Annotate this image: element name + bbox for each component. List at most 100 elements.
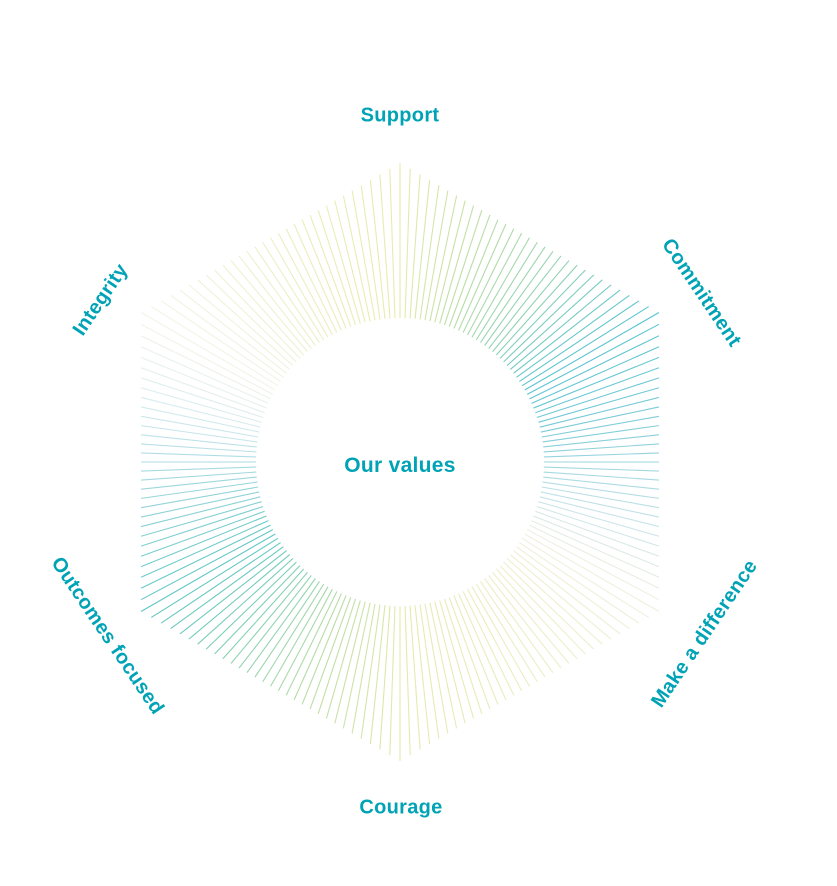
- sunburst-ray: [480, 246, 546, 343]
- sunburst-ray: [543, 476, 659, 490]
- sunburst-ray: [389, 605, 396, 756]
- sunburst-ray: [277, 588, 333, 692]
- sunburst-ray: [484, 578, 554, 673]
- sunburst-ray: [542, 481, 660, 499]
- sunburst-ray: [238, 255, 312, 349]
- sunburst-ray: [541, 415, 660, 438]
- sunburst-ray: [519, 300, 640, 382]
- sunburst-ray: [160, 300, 281, 382]
- sunburst-ray: [140, 491, 260, 518]
- sunburst-ray: [488, 255, 562, 349]
- sunburst-ray: [140, 323, 274, 395]
- sunburst-ray: [160, 542, 281, 624]
- sunburst-ray: [414, 605, 431, 744]
- sunburst-ray: [351, 603, 376, 734]
- value-label-courage: Courage: [359, 796, 443, 819]
- sunburst-ray: [535, 367, 660, 414]
- sunburst-ray: [503, 561, 595, 650]
- sunburst-ray: [293, 593, 342, 701]
- sunburst-ray: [254, 581, 320, 678]
- sunburst-ray: [140, 415, 259, 438]
- sunburst-ray: [141, 471, 257, 481]
- sunburst-ray: [443, 210, 483, 326]
- sunburst-ray: [230, 260, 308, 353]
- value-label-support: Support: [360, 104, 440, 127]
- sunburst-ray: [429, 195, 458, 322]
- sunburst-ray: [475, 241, 538, 341]
- sunburst-ray: [495, 568, 578, 660]
- sunburst-ray: [462, 228, 515, 333]
- sunburst-ray: [254, 246, 320, 343]
- sunburst-ray: [404, 605, 411, 756]
- sunburst-ray: [369, 180, 386, 319]
- sunburst-ray: [529, 524, 660, 589]
- sunburst-ray: [141, 443, 257, 453]
- sunburst-ray: [526, 529, 660, 601]
- sunburst-ray: [467, 232, 523, 336]
- sunburst-ray: [471, 586, 530, 687]
- sunburst-ray: [309, 597, 352, 710]
- sunburst-ray: [205, 561, 297, 650]
- sunburst-ray: [360, 604, 381, 739]
- sunburst-ray: [439, 205, 475, 324]
- center-label: Our values: [344, 454, 456, 477]
- sunburst-ray: [369, 605, 386, 744]
- sunburst-ray: [389, 168, 396, 319]
- sunburst-ray: [495, 264, 578, 356]
- sunburst-ray: [293, 223, 342, 331]
- sunburst-ray: [222, 568, 305, 660]
- sunburst-ray: [179, 289, 287, 374]
- sunburst-ray: [325, 600, 361, 719]
- sunburst-ray: [140, 312, 276, 391]
- sunburst-ray: [246, 578, 316, 673]
- sunburst-ray: [214, 565, 301, 655]
- sunburst-ray: [140, 501, 262, 537]
- sunburst-ray: [140, 496, 261, 528]
- sunburst-ray: [222, 264, 305, 356]
- sunburst-ray: [140, 335, 271, 400]
- sunburst-ray: [141, 476, 257, 490]
- sunburst-ray: [458, 223, 507, 331]
- sunburst-ray: [531, 346, 660, 404]
- sunburst-ray: [506, 279, 603, 367]
- sunburst-ray: [458, 593, 507, 701]
- sunburst-ray: [521, 537, 650, 618]
- sunburst-ray: [484, 251, 554, 346]
- sunburst-ray: [140, 510, 265, 557]
- sunburst-ray: [140, 346, 269, 404]
- sunburst-ray: [141, 434, 257, 448]
- sunburst-ray: [140, 520, 269, 578]
- sunburst-ray: [230, 571, 308, 664]
- sunburst-ray: [379, 605, 391, 750]
- sunburst-ray: [531, 520, 660, 578]
- sunburst-ray: [140, 425, 258, 443]
- sunburst-ray: [141, 452, 257, 458]
- sunburst-ray: [543, 471, 659, 481]
- sunburst-ray: [197, 279, 294, 367]
- sunburst-ray: [543, 466, 659, 472]
- sunburst-ray: [334, 200, 366, 323]
- sunburst-ray: [246, 251, 316, 346]
- sunburst-ray: [140, 406, 260, 433]
- sunburst-ray: [140, 377, 264, 419]
- sunburst-ray: [434, 601, 466, 724]
- sunburst-ray: [453, 219, 499, 329]
- sunburst-ray: [475, 583, 538, 683]
- sunburst-ray: [424, 190, 449, 321]
- sunburst-ray: [140, 481, 258, 499]
- sunburst-ray: [351, 190, 376, 321]
- sunburst-ray: [140, 396, 261, 428]
- sunburst-ray: [499, 565, 586, 655]
- sunburst-ray: [409, 605, 421, 750]
- sunburst-ray: [140, 505, 264, 547]
- sunburst-ray: [424, 603, 449, 734]
- sunburst-ray: [150, 306, 279, 387]
- sunburst-ray: [533, 356, 660, 409]
- sunburst-ray: [179, 550, 287, 635]
- sunburst-ray: [188, 554, 291, 640]
- sunburst-ray: [513, 289, 621, 374]
- sunburst-ray: [471, 237, 530, 338]
- sunburst-ray: [140, 533, 276, 612]
- sunburst-ray: [526, 323, 660, 395]
